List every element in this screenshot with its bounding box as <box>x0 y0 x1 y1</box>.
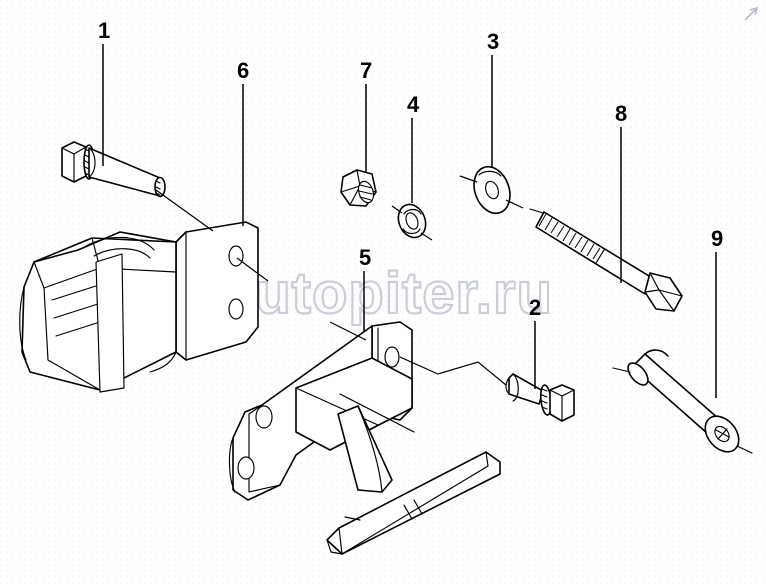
corner-mark <box>744 6 759 21</box>
part-flange-bolt-medium <box>505 373 575 422</box>
callout-number-1: 1 <box>98 18 111 43</box>
leader-5-pointer <box>329 321 367 341</box>
callout-number-6: 6 <box>237 58 250 83</box>
callout-number-4: 4 <box>407 92 420 117</box>
callout-number-8: 8 <box>615 101 628 126</box>
callout-number-2: 2 <box>529 295 542 320</box>
leader-1-to-bracket <box>155 189 214 232</box>
callout-number-7: 7 <box>360 58 373 83</box>
leader-6-hole <box>236 257 269 282</box>
part-long-hex-bolt <box>529 208 683 312</box>
callout-number-3: 3 <box>487 29 500 54</box>
leader-2-to-bracket <box>399 356 507 386</box>
part-engine-mount-bracket-left <box>19 221 259 393</box>
part-engine-mount-bracket-right <box>228 321 501 555</box>
part-lock-washer-small <box>397 203 427 239</box>
leader-4-tick <box>391 205 433 241</box>
bolt-threads <box>538 213 601 260</box>
callout-number-9: 9 <box>711 226 724 251</box>
part-flat-washer-large <box>473 165 511 215</box>
part-hex-nut <box>340 169 377 207</box>
callout-number-5: 5 <box>359 245 372 270</box>
leader-3-tick <box>459 175 524 209</box>
watermark-text: autopiter.ru <box>222 261 553 326</box>
part-cylindrical-bushing <box>612 349 753 454</box>
part-flange-bolt-short <box>61 141 166 198</box>
